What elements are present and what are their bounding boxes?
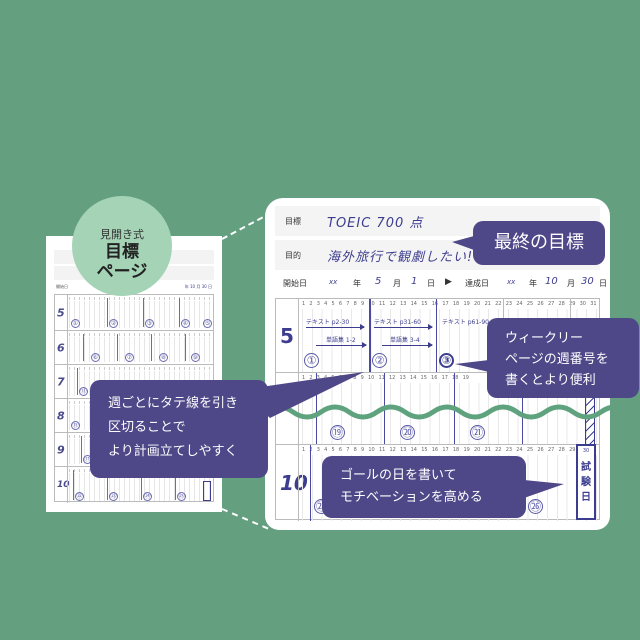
- exam-char: 日: [581, 492, 591, 503]
- callout-vertical-lines: 週ごとにタテ線を引き 区切ることで より計画立てしやすく: [90, 380, 268, 478]
- end-day: 30: [581, 276, 594, 287]
- task-label: 単語集 3-4: [390, 337, 420, 344]
- task-label: テキスト p2-30: [306, 319, 350, 326]
- day-unit: 日: [427, 279, 435, 288]
- week-number-highlight: ③: [439, 353, 454, 368]
- month-unit: 月: [567, 279, 575, 288]
- start-day: 1: [411, 276, 418, 287]
- mini-month-label: 6: [57, 341, 65, 354]
- mini-week-number: ⑤: [203, 319, 212, 328]
- start-year: xx: [329, 278, 338, 286]
- callout-text: ページの週番号を: [505, 352, 609, 367]
- task-arrow: [374, 324, 433, 330]
- zoom-line-bottom: [221, 508, 269, 530]
- end-year: xx: [507, 278, 516, 286]
- task-label: テキスト p61-90: [442, 319, 489, 326]
- week-number: ⑲: [330, 425, 345, 440]
- wave-separator: [265, 404, 610, 420]
- callout-text: 週ごとにタテ線を引き: [108, 396, 239, 411]
- month-label: 5: [280, 323, 294, 348]
- week-number: ①: [304, 353, 319, 368]
- mini-week-number: ⑦: [125, 353, 134, 362]
- year-unit: 年: [353, 279, 361, 288]
- day-numbers: 1234567891011121314151617181920212223242…: [302, 447, 597, 453]
- mini-week-number: ④: [181, 319, 190, 328]
- start-label: 開始日: [283, 279, 307, 288]
- mini-month-label: 9: [57, 443, 65, 456]
- exam-day-box: 30 試 験 日: [576, 444, 596, 520]
- callout-text: 区切ることで: [108, 420, 186, 435]
- task-arrow: [306, 324, 365, 330]
- callout-tail: [455, 360, 489, 372]
- mini-week-number: ⑨: [191, 353, 200, 362]
- arrow-icon: ▶: [445, 277, 452, 287]
- goal-value: TOEIC 700 点: [327, 216, 424, 231]
- callout-tail: [240, 372, 364, 418]
- date-row: 開始日 xx 年 5 月 1 日 ▶ 達成日 xx 年 10 月 30 日: [275, 275, 607, 293]
- purpose-value: 海外旅行で観劇したい!: [327, 250, 474, 265]
- badge-title-line1: 目標: [105, 242, 139, 262]
- month-unit: 月: [393, 279, 401, 288]
- week-number: ⑳: [400, 425, 415, 440]
- callout-tail: [524, 480, 564, 498]
- year-unit: 年: [529, 279, 537, 288]
- week-number: ㉑: [470, 425, 485, 440]
- start-month: 5: [375, 276, 382, 287]
- mini-month-6: 6 ⑥ ⑦ ⑧ ⑨: [55, 331, 213, 365]
- mini-week-number: ⑥: [91, 353, 100, 362]
- mini-week-number: ⑬: [79, 387, 88, 396]
- end-month: 10: [545, 276, 558, 287]
- badge-subtitle: 見開き式: [100, 228, 144, 241]
- mini-week-number: ㉓: [109, 492, 118, 501]
- callout-text: 書くとより便利: [505, 373, 596, 388]
- callout-text: ゴールの日を書いて: [340, 468, 457, 483]
- task-arrow: [382, 342, 433, 348]
- mini-week-number: ⑧: [159, 353, 168, 362]
- mini-week-number: ③: [145, 319, 154, 328]
- mini-week-number: ㉕: [177, 492, 186, 501]
- callout-text: 最終の目標: [494, 232, 584, 253]
- callout-text: ウィークリー: [505, 331, 584, 346]
- mini-month-label: 5: [57, 306, 65, 319]
- mini-week-number: ⑮: [71, 421, 80, 430]
- mini-end-date: 年 10 月 30 日: [184, 284, 212, 289]
- badge-title-line2: ページ: [96, 262, 148, 282]
- callout-goal-day: ゴールの日を書いて モチベーションを高める: [322, 456, 526, 518]
- mini-month-label: 10: [57, 480, 70, 490]
- exam-day-number: 30: [582, 448, 590, 454]
- callout-final-goal: 最終の目標: [473, 221, 605, 265]
- day-unit: 日: [599, 279, 607, 288]
- callout-text: モチベーションを高める: [340, 490, 483, 505]
- mini-month-label: 8: [57, 409, 65, 422]
- mini-week-number: ㉔: [143, 492, 152, 501]
- task-label: 単語集 1-2: [326, 337, 356, 344]
- end-label: 達成日: [465, 279, 489, 288]
- mini-week-number: ①: [71, 319, 80, 328]
- callout-tail: [452, 236, 474, 250]
- mini-week-number: ②: [109, 319, 118, 328]
- exam-char: 験: [581, 477, 591, 488]
- task-label: テキスト p31-60: [374, 319, 421, 326]
- mini-week-number: ㉒: [75, 492, 84, 501]
- week-number: ㉖: [528, 499, 543, 514]
- exam-char: 試: [581, 462, 591, 473]
- mini-exam-box: [203, 481, 211, 501]
- page-type-badge: 見開き式 目標 ページ: [72, 196, 172, 296]
- callout-text: より計画立てしやすく: [108, 444, 238, 459]
- mini-month-5: 5 ① ② ③ ④ ⑤: [55, 295, 213, 331]
- goal-label: 目標: [285, 217, 301, 226]
- task-arrow: [316, 342, 367, 348]
- week-number: ②: [372, 353, 387, 368]
- purpose-label: 目的: [285, 251, 301, 260]
- mini-start-label: 開始日: [56, 284, 68, 289]
- mini-month-label: 7: [57, 375, 65, 388]
- callout-weekly: ウィークリー ページの週番号を 書くとより便利: [487, 318, 639, 398]
